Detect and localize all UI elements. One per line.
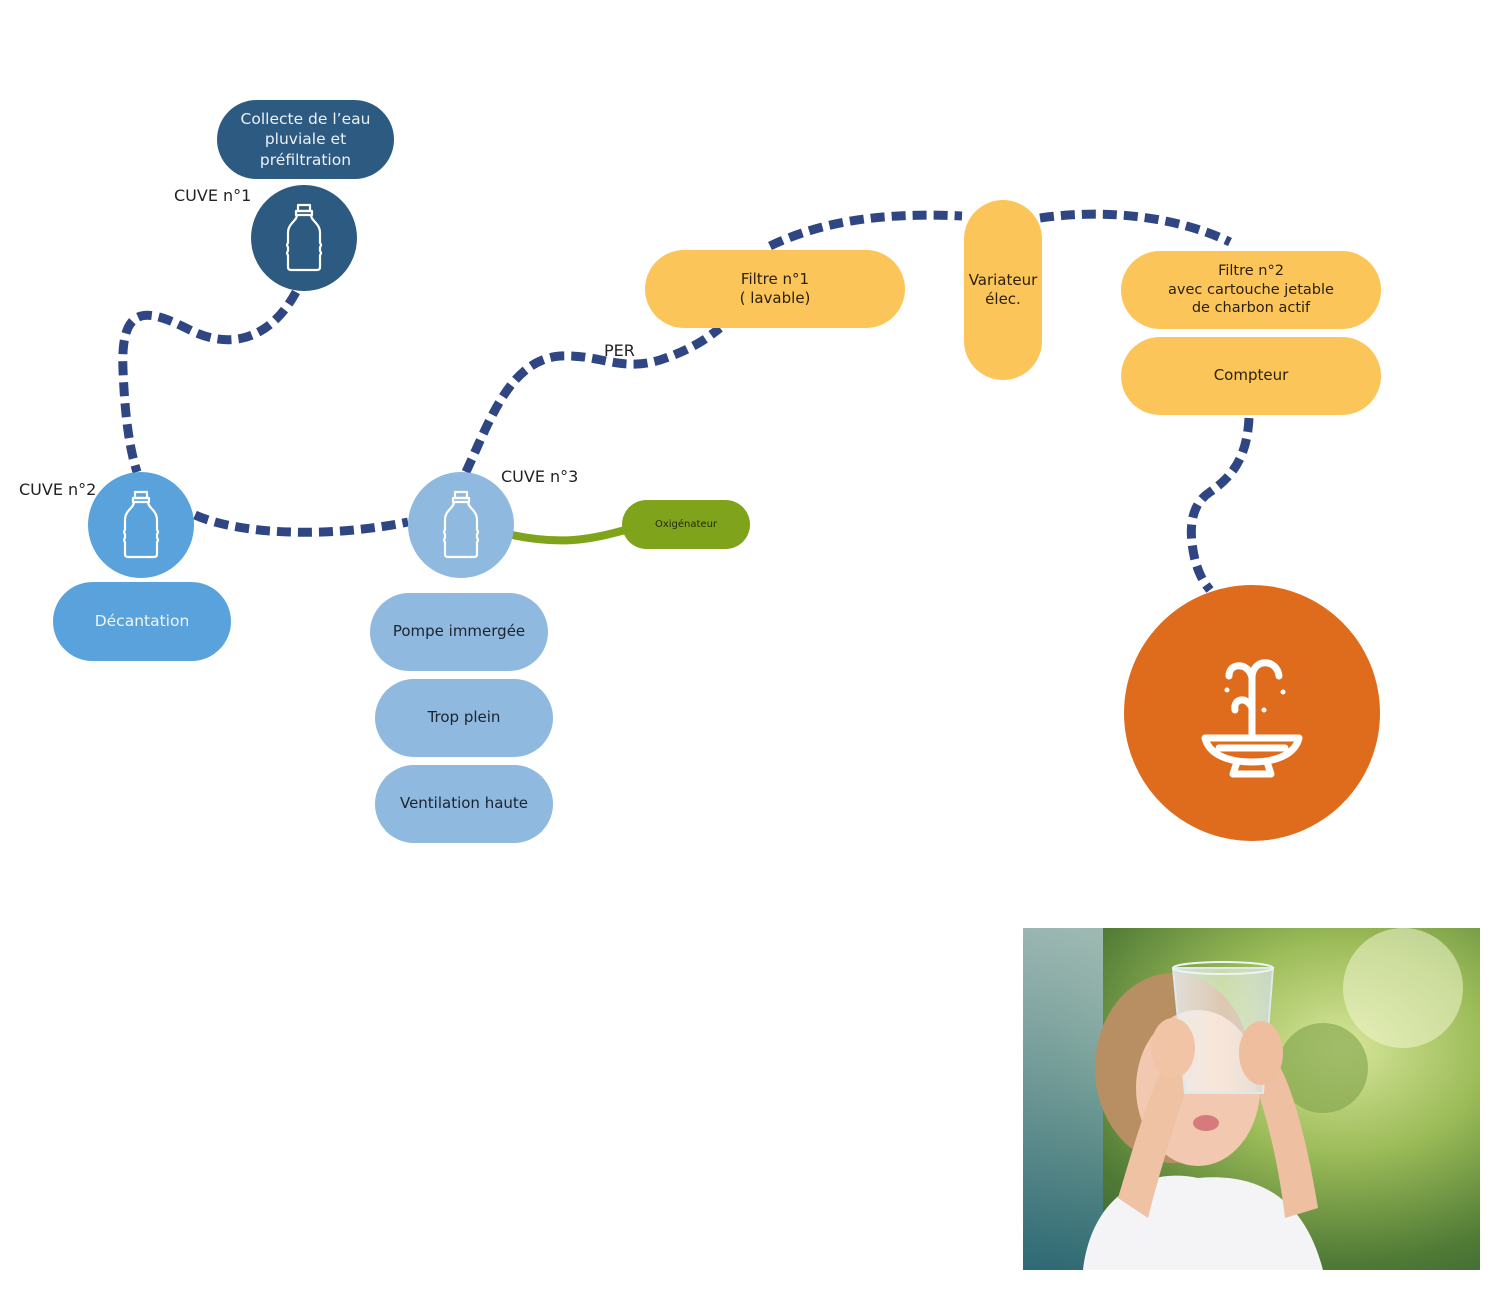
per-pipe-label: PER [604,341,635,360]
node-oxigenateur: Oxigénateur [622,500,750,549]
node-collecte-text: Collecte de l’eau pluviale et préfiltrat… [240,110,371,169]
node-variateur-text: Variateur élec. [968,270,1038,309]
node-filtre-1: Filtre n°1 ( lavable) [645,250,905,328]
tank-3-label: CUVE n°3 [501,467,579,486]
connector-cuve2-cuve3 [193,510,409,537]
tank-1-label: CUVE n°1 [174,186,252,205]
node-compteur: Compteur [1121,337,1381,415]
node-ventilation-haute: Ventilation haute [375,765,553,843]
tank-2-label: CUVE n°2 [19,480,97,499]
node-decantation-text: Décantation [94,612,190,631]
tank-3 [408,472,514,578]
node-compteur-text: Compteur [1213,366,1289,385]
node-pompe-text: Pompe immergée [392,622,526,641]
node-ventilation-text: Ventilation haute [399,794,529,813]
water-bottle-icon [442,490,480,559]
water-bottle-icon [122,490,160,559]
node-decantation: Décantation [53,582,231,661]
node-trop-plein: Trop plein [375,679,553,757]
node-oxigenateur-text: Oxigénateur [654,519,718,530]
drinking-fountain-endpoint [1124,585,1380,841]
tank-1 [251,185,357,291]
node-collecte: Collecte de l’eau pluviale et préfiltrat… [217,100,394,179]
node-filtre-1-text: Filtre n°1 ( lavable) [739,269,811,308]
connector-cuve3-oxigenateur [511,526,627,545]
node-filtre-2: Filtre n°2 avec cartouche jetable de cha… [1121,251,1381,329]
node-filtre-2-text: Filtre n°2 avec cartouche jetable de cha… [1168,262,1334,317]
photo-child-drinking-water [1023,928,1480,1270]
tank-2 [88,472,194,578]
connector-filtre1-variateur [768,210,963,251]
connector-cuve3-filtre1 [461,324,723,474]
node-trop-plein-text: Trop plein [427,708,501,727]
fountain-icon [1201,659,1303,778]
water-bottle-icon [285,203,323,272]
photo-illustration [1023,928,1480,1270]
connector-cuve1-cuve2 [118,289,300,474]
node-pompe-immergee: Pompe immergée [370,593,548,671]
connector-variateur-filtre2 [1039,209,1232,247]
connector-compteur-fontaine [1186,417,1254,593]
node-variateur: Variateur élec. [964,200,1042,380]
